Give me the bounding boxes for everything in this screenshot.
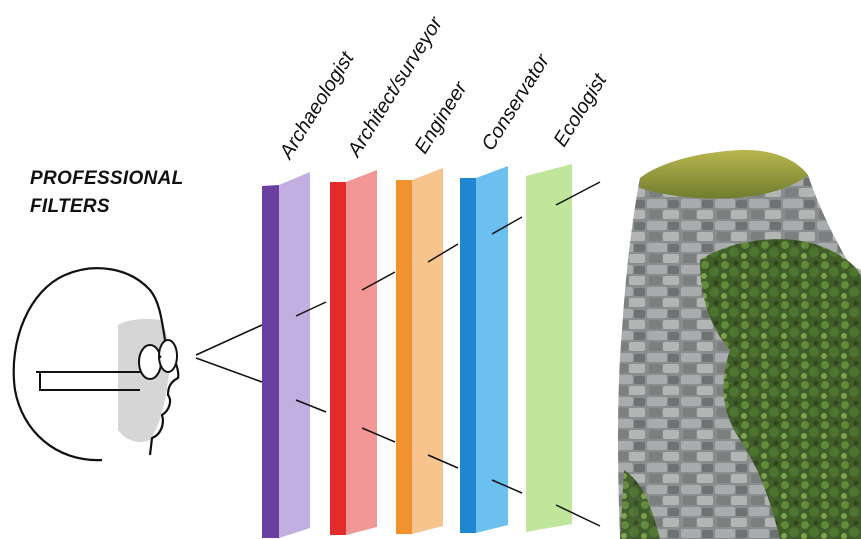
filter-conservator-face (476, 166, 508, 533)
filter-archaeologist-edge (262, 185, 279, 538)
ruined-wall-image (618, 150, 861, 539)
filter-engineer-edge (396, 180, 412, 534)
filter-engineer-face (412, 168, 443, 534)
filter-archaeologist (262, 172, 310, 538)
filter-architect-surveyor (330, 170, 377, 535)
filter-conservator-edge (460, 178, 476, 533)
filter-archaeologist-face (279, 172, 310, 538)
filter-ecologist-face (526, 164, 572, 532)
filter-architect-surveyor-edge (330, 182, 346, 535)
label-conservator: Conservator (478, 49, 555, 154)
label-ecologist: Ecologist (550, 69, 612, 151)
filter-architect-surveyor-face (346, 170, 377, 535)
filter-ecologist (526, 164, 572, 532)
head-with-glasses-icon (14, 268, 179, 460)
sight-lines (196, 325, 262, 382)
filter-conservator (460, 166, 508, 533)
filter-engineer (396, 168, 443, 534)
label-engineer: Engineer (411, 77, 473, 158)
